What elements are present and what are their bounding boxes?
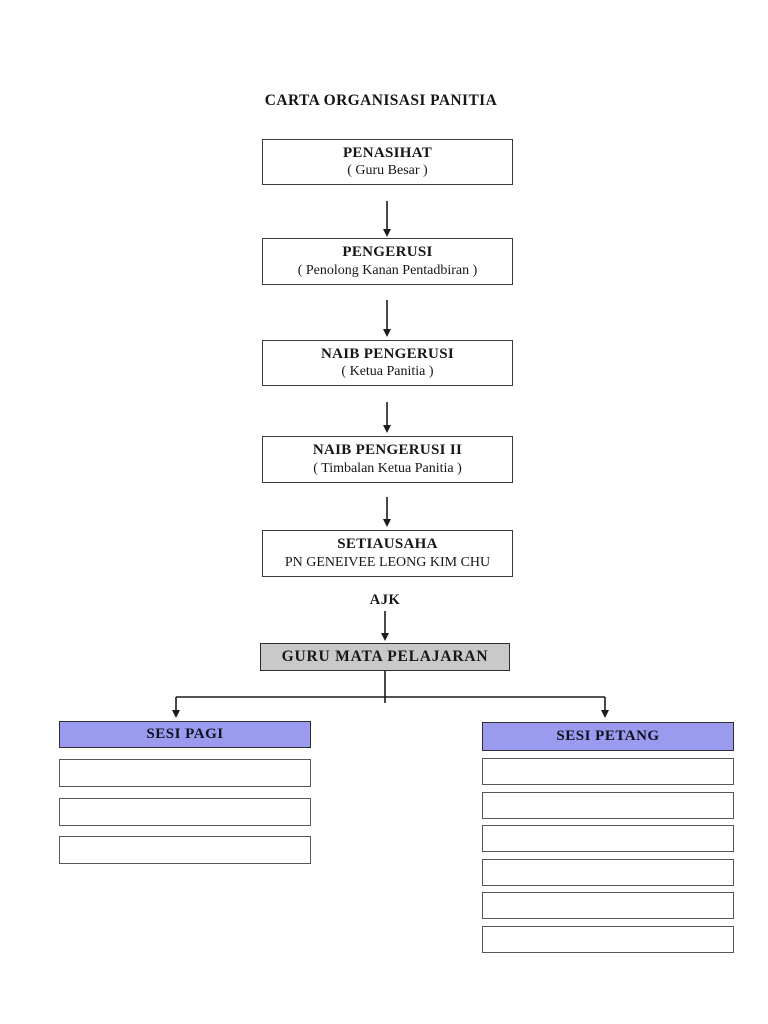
page-title: CARTA ORGANISASI PANITIA — [264, 92, 498, 109]
node-title: NAIB PENGERUSI II — [312, 442, 463, 459]
arrow-penasihat-to-pengerusi — [383, 201, 391, 237]
branch-label: SESI PAGI — [146, 726, 224, 742]
empty-slot — [482, 825, 734, 853]
branch-header-sesi-pagi: SESI PAGI — [59, 721, 311, 748]
node-title: SETIAUSAHA — [337, 536, 438, 553]
node-title: NAIB PENGERUSI — [321, 345, 454, 362]
node-title: PENGERUSI — [342, 244, 433, 261]
branch-header-sesi-petang: SESI PETANG — [482, 722, 734, 751]
node-guru-mata-pelajaran: GURU MATA PELAJARAN — [260, 643, 510, 671]
arrow-pengerusi-to-naib — [383, 300, 391, 337]
sesi-pagi-empty-slots — [59, 759, 311, 875]
node-subtitle: ( Timbalan Ketua Panitia ) — [313, 460, 462, 476]
arrow-naib-to-naib2 — [383, 402, 391, 433]
empty-slot — [482, 892, 734, 920]
empty-slot — [59, 836, 311, 864]
empty-slot — [59, 759, 311, 787]
node-subtitle: ( Ketua Panitia ) — [341, 364, 434, 380]
empty-slot — [482, 858, 734, 886]
empty-slot — [482, 925, 734, 953]
ajk-label: AJK — [369, 592, 401, 608]
node-pengerusi: PENGERUSI ( Penolong Kanan Pentadbiran ) — [262, 238, 513, 285]
node-penasihat: PENASIHAT ( Guru Besar ) — [262, 139, 513, 185]
node-subtitle: ( Penolong Kanan Pentadbiran ) — [297, 262, 478, 278]
sesi-petang-empty-slots — [482, 758, 734, 960]
node-title: GURU MATA PELAJARAN — [281, 648, 489, 665]
node-subtitle: ( Guru Besar ) — [347, 163, 428, 179]
node-setiausaha: SETIAUSAHA PN GENEIVEE LEONG KIM CHU — [262, 530, 513, 577]
node-naib-pengerusi-ii: NAIB PENGERUSI II ( Timbalan Ketua Panit… — [262, 436, 513, 483]
branch-label: SESI PETANG — [556, 728, 660, 744]
arrow-ajk-to-guru — [381, 611, 389, 641]
empty-slot — [59, 797, 311, 826]
node-title: PENASIHAT — [342, 144, 433, 161]
empty-slot — [482, 791, 734, 819]
node-subtitle: PN GENEIVEE LEONG KIM CHU — [284, 554, 491, 570]
branch-connector — [172, 671, 609, 718]
empty-slot — [482, 758, 734, 785]
node-naib-pengerusi: NAIB PENGERUSI ( Ketua Panitia ) — [262, 340, 513, 386]
arrow-naib2-to-setiausaha — [383, 497, 391, 527]
